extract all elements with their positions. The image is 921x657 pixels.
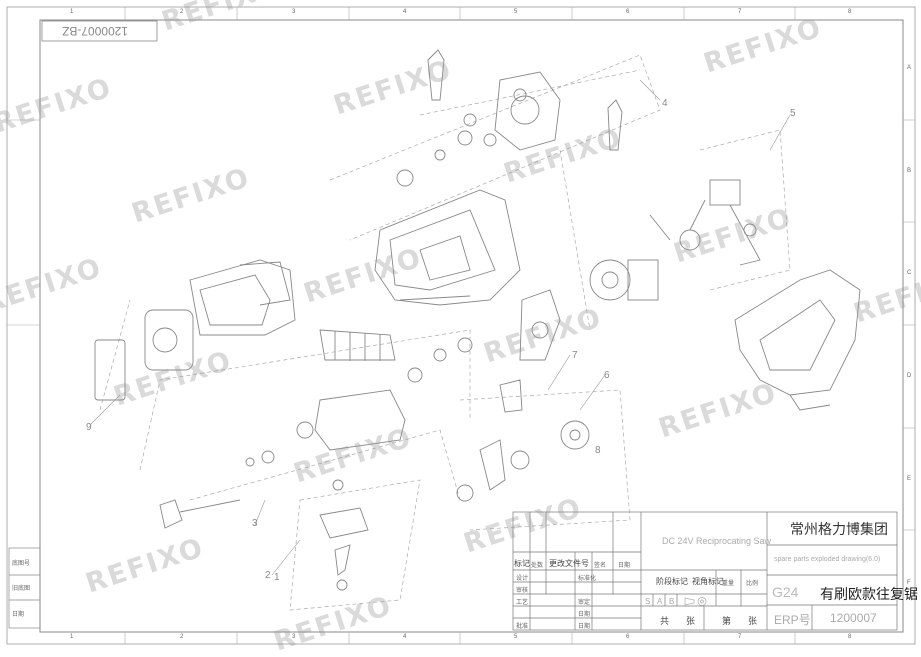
- callout-number: 9: [86, 422, 92, 433]
- code-prefix: G24: [772, 584, 799, 600]
- main-housing: [374, 189, 521, 306]
- side-strip: [8, 547, 41, 629]
- grid-col-label-bottom: 5: [514, 634, 518, 640]
- row-label: 日期: [578, 612, 591, 618]
- stage-letter: S: [645, 597, 651, 606]
- grid-row-label: F: [907, 580, 911, 586]
- grip-sleeve: [319, 329, 396, 361]
- grid-col-label-bottom: 8: [848, 634, 852, 640]
- date-label: 日期: [618, 563, 631, 569]
- grid-col-label: 4: [403, 9, 407, 15]
- view-label: 视角标记: [692, 577, 724, 586]
- english-title: DC 24V Reciprocating Saw: [662, 536, 772, 546]
- side-label: 旧底图: [12, 586, 31, 592]
- grid-col-label-bottom: 1: [70, 634, 74, 640]
- nose-housing: [189, 259, 296, 336]
- count-label: 处数: [531, 563, 544, 569]
- grid-col-label-bottom: 2: [180, 634, 184, 640]
- grid-ticks: [7, 7, 915, 644]
- stage-label: 阶段标记: [656, 577, 688, 586]
- drawing-number-box: [41, 20, 158, 42]
- side-label: 底图号: [12, 561, 31, 567]
- grid-row-label: B: [907, 168, 912, 174]
- gearbox-assembly: [396, 49, 623, 187]
- chinese-title: 有刷欧款往复锯: [820, 587, 918, 603]
- callout-number: 4: [662, 98, 668, 109]
- row-label: 工艺: [516, 600, 529, 606]
- grid-col-label: 8: [848, 9, 852, 15]
- grid-col-label: 6: [626, 9, 630, 15]
- number-label: 第: [722, 616, 732, 626]
- callout-number: 6: [604, 370, 610, 381]
- switch-module: [709, 179, 761, 266]
- stage-letter: A: [657, 597, 663, 606]
- row-label: 标准化: [578, 576, 597, 582]
- plunger-assembly: [159, 337, 473, 529]
- callout-number: 8: [595, 445, 601, 456]
- row-label: 设计: [516, 576, 529, 582]
- company-name: 常州格力博集团: [790, 522, 888, 538]
- total-label: 共: [660, 616, 670, 626]
- sign-label: 签名: [594, 563, 607, 569]
- cam-plate: [519, 289, 561, 361]
- side-label: 日期: [12, 612, 25, 618]
- sheet-label-2: 张: [748, 616, 758, 626]
- assembly-lines: [99, 54, 791, 611]
- callout-number: 2: [265, 570, 271, 581]
- outer-border: [6, 6, 916, 645]
- row-label: 批准: [516, 624, 529, 630]
- blade-clamp: [319, 479, 369, 591]
- stage-letter: B: [669, 597, 675, 606]
- callout-number: 3: [252, 518, 258, 529]
- scale-label: 比例: [746, 581, 759, 587]
- weight-label: 重量: [722, 581, 735, 587]
- mark-label: 标记: [514, 559, 530, 568]
- grid-col-label: 2: [180, 9, 184, 15]
- drawing-number-mirrored: 1200007-BZ: [62, 24, 129, 38]
- erp-label: ERP号: [774, 613, 811, 627]
- back-plate: [94, 309, 194, 401]
- row-label: 审核: [516, 588, 529, 594]
- callout-number: 1: [274, 572, 280, 583]
- projection-symbol-icon: [684, 597, 707, 606]
- drawing-type-en: spare parts exploded drawing(6.0): [774, 556, 881, 563]
- callout-leaders: [89, 79, 791, 576]
- grid-row-label: A: [907, 65, 912, 71]
- grid-col-label: 3: [292, 9, 296, 15]
- exploded-drawing: [89, 49, 861, 611]
- row-label: 日期: [578, 624, 591, 630]
- gear-counterweight: [456, 379, 590, 502]
- change-doc-label: 更改文件号: [549, 559, 589, 568]
- title-block-grid: [512, 511, 898, 631]
- grid-col-label-bottom: 6: [626, 634, 630, 640]
- grid-row-label: D: [907, 373, 912, 379]
- erp-number: 1200007: [830, 611, 877, 625]
- row-label: 审定: [578, 600, 591, 606]
- grid-row-label: E: [907, 476, 912, 482]
- grid-col-label-bottom: 3: [292, 634, 296, 640]
- grid-col-label: 1: [70, 9, 74, 15]
- inner-border: [39, 19, 904, 633]
- callout-number: 5: [790, 108, 796, 119]
- grid-col-label-bottom: 4: [403, 634, 407, 640]
- motor: [589, 199, 706, 301]
- grid-col-label: 5: [514, 9, 518, 15]
- sheet-label: 张: [686, 616, 696, 626]
- grid-col-label: 7: [738, 9, 742, 15]
- callout-number: 7: [572, 350, 578, 361]
- grid-row-label: C: [907, 270, 912, 276]
- rear-handle: [734, 269, 861, 411]
- grid-col-label-bottom: 7: [738, 634, 742, 640]
